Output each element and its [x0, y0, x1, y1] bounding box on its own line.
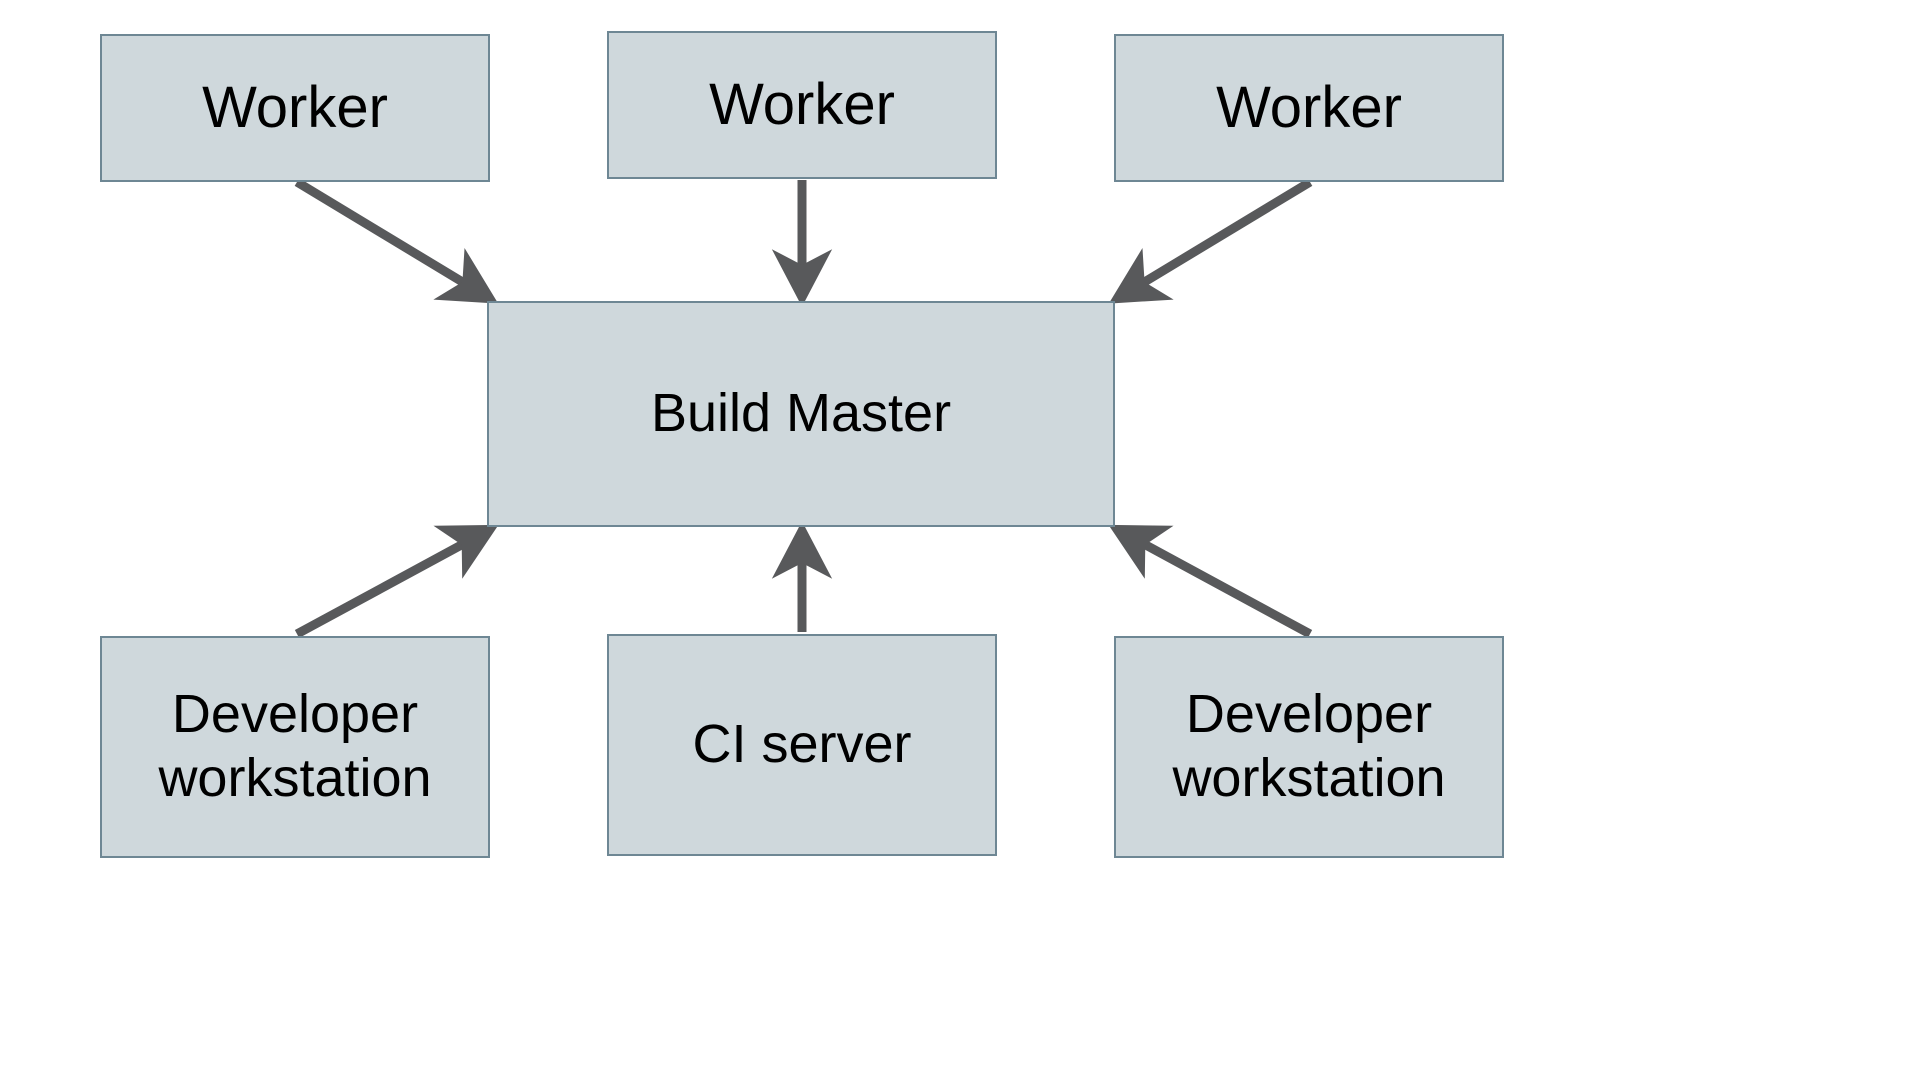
node-build-master-label: Build Master — [650, 383, 952, 444]
edge-worker-right-to-master — [1108, 178, 1313, 304]
node-developer-workstation-right[interactable]: Developer workstation — [1114, 636, 1504, 858]
node-developer-workstation-left-label: Developer workstation — [158, 684, 432, 808]
node-worker-left[interactable]: Worker — [100, 34, 490, 182]
edge-dev-right-to-master — [1108, 524, 1313, 638]
node-worker-mid-label: Worker — [709, 71, 895, 137]
node-worker-mid[interactable]: Worker — [607, 31, 997, 179]
edge-dev-left-to-master — [294, 524, 499, 638]
edge-worker-left-to-master — [294, 178, 499, 304]
node-build-master[interactable]: Build Master — [487, 301, 1115, 527]
node-developer-workstation-left[interactable]: Developer workstation — [100, 636, 490, 858]
node-worker-left-label: Worker — [202, 74, 388, 140]
node-worker-right-label: Worker — [1216, 74, 1402, 140]
node-worker-right[interactable]: Worker — [1114, 34, 1504, 182]
node-ci-server[interactable]: CI server — [607, 634, 997, 856]
node-developer-workstation-right-label: Developer workstation — [1172, 684, 1446, 808]
node-ci-server-label: CI server — [692, 714, 912, 775]
